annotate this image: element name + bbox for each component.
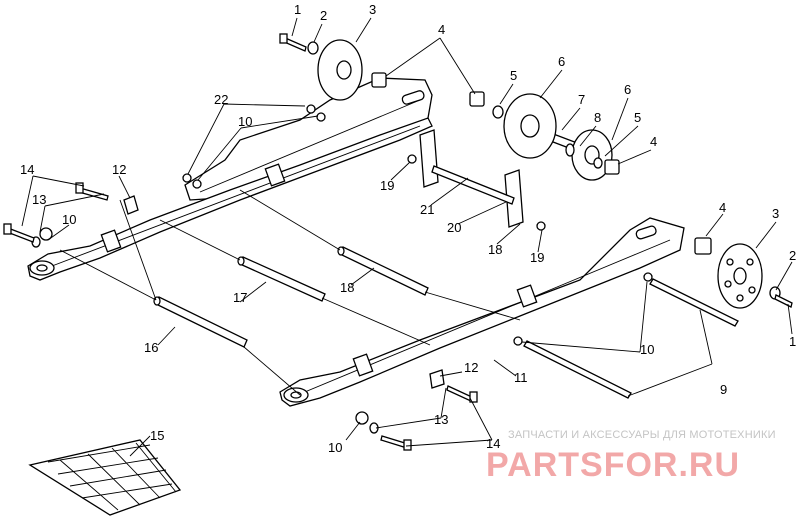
watermark: ЗАПЧАСТИ И АКСЕССУАРЫ ДЛЯ МОТОТЕХНИКИ PA… — [486, 429, 776, 484]
bracket-21 — [419, 129, 439, 188]
cross-tube-17 — [237, 256, 326, 302]
callout-8: 8 — [594, 110, 601, 125]
leader-lines — [21, 17, 793, 457]
callout-14-right: 14 — [486, 436, 500, 451]
callout-9: 9 — [720, 382, 727, 397]
callout-10-right: 10 — [640, 342, 654, 357]
idler-wheel-3-bottom — [717, 243, 763, 309]
callout-19-right: 19 — [530, 250, 544, 265]
callout-3-bottom: 3 — [772, 206, 779, 221]
callout-12-right: 12 — [464, 360, 478, 375]
tube-alignment-line-right — [159, 189, 521, 346]
callout-12-left: 12 — [112, 162, 126, 177]
callout-2-top: 2 — [320, 8, 327, 23]
callout-13-left: 13 — [32, 192, 46, 207]
watermark-logo: PARTSFOR.RU — [486, 446, 740, 484]
callout-21: 21 — [420, 202, 434, 217]
idler-wheel-3-top — [317, 39, 363, 101]
callout-15: 15 — [150, 428, 164, 443]
callout-4-top: 4 — [438, 22, 445, 37]
callout-4-right: 4 — [650, 134, 657, 149]
callout-22: 22 — [214, 92, 228, 107]
spacer-block-4-right — [604, 159, 620, 175]
left-rail — [27, 117, 433, 281]
callout-20: 20 — [447, 220, 461, 235]
callout-6-right: 6 — [624, 82, 631, 97]
washers-and-nuts — [31, 41, 781, 434]
bolts — [3, 33, 793, 451]
callout-1-top: 1 — [294, 2, 301, 17]
callout-labels: 1 2 3 4 5 6 7 8 6 5 4 22 10 19 21 20 18 … — [20, 2, 796, 455]
callout-10-top: 10 — [238, 114, 252, 129]
callout-6-left: 6 — [558, 54, 565, 69]
callout-10-bottom: 10 — [328, 440, 342, 455]
callout-3-top: 3 — [369, 2, 376, 17]
callout-16: 16 — [144, 340, 158, 355]
callout-1-bottom: 1 — [789, 334, 796, 349]
callout-7: 7 — [578, 92, 585, 107]
callout-18-tube: 18 — [340, 280, 354, 295]
slide-plate-15 — [28, 439, 182, 516]
callout-11: 11 — [514, 370, 528, 385]
callout-2-bottom: 2 — [789, 248, 796, 263]
long-bolts-9 — [523, 278, 739, 399]
callout-14-left: 14 — [20, 162, 34, 177]
callout-13-right: 13 — [434, 412, 448, 427]
callout-5-right: 5 — [634, 110, 641, 125]
watermark-caption: ЗАПЧАСТИ И АКСЕССУАРЫ ДЛЯ МОТОТЕХНИКИ — [508, 429, 776, 441]
callout-10-left: 10 — [62, 212, 76, 227]
callout-18-axle: 18 — [488, 242, 502, 257]
right-rail — [279, 217, 685, 407]
spacer-block-4-bottom — [694, 237, 712, 255]
spacer-block-4-top — [371, 72, 387, 88]
callout-4-bottom: 4 — [719, 200, 726, 215]
cross-tube-18 — [337, 246, 429, 296]
cross-tube-16 — [153, 296, 248, 348]
idler-wheel-6-left — [503, 93, 557, 159]
callout-5-top: 5 — [510, 68, 517, 83]
axle-shaft-21 — [431, 165, 515, 205]
tube-alignment-line-left — [59, 199, 301, 396]
callout-19-left: 19 — [380, 178, 394, 193]
callout-17: 17 — [233, 290, 247, 305]
spacer-block-4-mid — [469, 91, 485, 107]
